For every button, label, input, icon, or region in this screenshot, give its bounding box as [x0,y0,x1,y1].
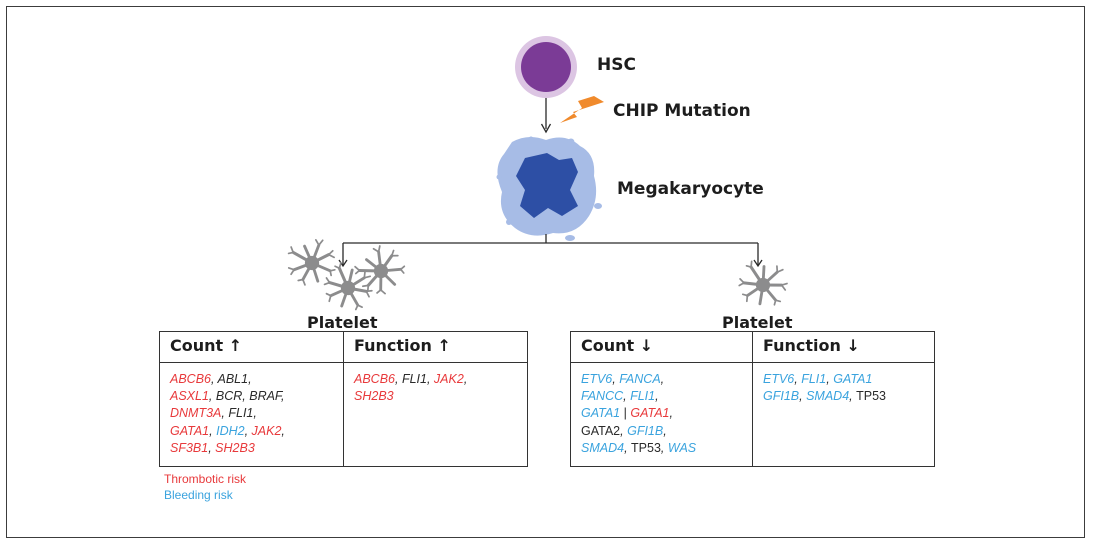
legend: Thrombotic risk Bleeding risk [164,472,246,503]
chip-mutation-label: CHIP Mutation [613,101,751,121]
gene: FANCA [619,372,661,386]
gene: ASXL1 [170,389,209,404]
function-up-genes: ABCB6, FLI1, JAK2, SH2B3 [343,362,528,467]
separator: | [623,406,627,421]
gene: SH2B3 [354,389,394,404]
gene: WAS [667,440,697,455]
gene: GFI1B [763,389,800,404]
arrow-head-down-icon [540,123,552,134]
gene: FLI1 [401,372,427,386]
megakaryocyte-nucleus [516,153,578,218]
lightning-icon [560,96,604,123]
arrow-head-left-branch-icon [338,259,348,268]
count-down-genes: ETV6, FANCA, FANCC, FLI1, GATA1 | GATA1,… [570,362,753,467]
gene: ABCB6 [354,372,395,386]
megakaryocyte-label: Megakaryocyte [617,179,764,199]
decreased-platelet-table: Count ↓ Function ↓ ETV6, FANCA, FANCC, F… [570,331,935,467]
gene: BRAF [249,389,281,404]
gene: JAK2 [433,372,464,386]
gene: JAK2 [251,423,282,438]
function-up-header: Function ↑ [343,331,528,363]
legend-thrombotic: Thrombotic risk [164,472,247,486]
gene: DNMT3A [170,406,222,421]
gene: GATA2 [581,423,621,438]
hsc-label: HSC [597,55,636,75]
legend-bleeding: Bleeding risk [164,487,233,502]
gene: ABCB6 [170,372,211,386]
gene: ABL1 [217,372,249,386]
gene: SF3B1 [170,440,209,455]
count-up-genes: ABCB6, ABL1, ASXL1, BCR, BRAF, DNMT3A, F… [159,362,344,467]
platelet-right-label: Platelet [722,313,793,332]
gene: TP53 [631,440,661,455]
gene: GFI1B [627,423,664,438]
gene: GATA1 [170,423,210,438]
hsc-cell [521,42,571,92]
gene: ETV6 [763,372,795,386]
platelet-left-label: Platelet [307,313,378,332]
increased-platelet-table: Count ↑ Function ↑ ABCB6, ABL1, ASXL1, B… [159,331,528,467]
gene: FLI1 [630,389,656,404]
gene: SMAD4 [581,440,625,455]
gene: SMAD4 [806,389,850,404]
gene: BCR [215,389,243,404]
gene: IDH2 [216,423,245,438]
gene: GATA1 [581,406,621,421]
function-down-header: Function ↓ [752,331,935,363]
gene: GATA1 [833,372,873,386]
gene: TP53 [856,389,886,404]
gene: FANCC [581,389,624,404]
count-up-header: Count ↑ [159,331,344,363]
gene: GATA1 [630,406,670,421]
arrow-head-right-branch-icon [753,259,763,268]
platelet-icon [733,256,793,312]
function-down-genes: ETV6, FLI1, GATA1 GFI1B, SMAD4, TP53 [752,362,935,467]
gene: ETV6 [581,372,613,386]
platelet-icon [282,235,340,289]
platelet-icon [347,238,413,304]
count-down-header: Count ↓ [570,331,753,363]
gene: FLI1 [228,406,254,421]
gene: SH2B3 [215,440,255,455]
megakaryocyte-cell [496,136,602,241]
gene: FLI1 [801,372,827,386]
figure-frame [6,6,1085,538]
